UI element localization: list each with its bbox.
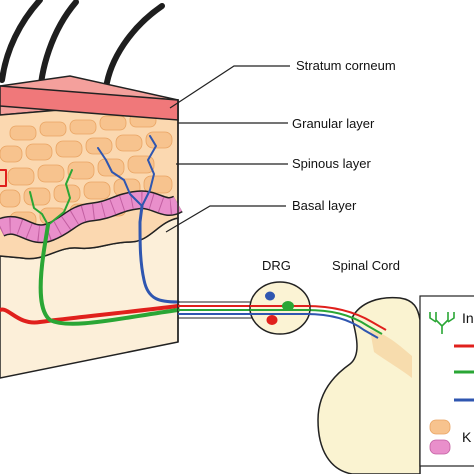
basal-layer-cells — [0, 191, 182, 242]
cord-red — [305, 305, 387, 331]
fiber-bundle-to-cord — [305, 305, 387, 339]
hair-strand — [103, 3, 165, 91]
spinal-cord-dorsal-horn — [370, 330, 412, 378]
label-spinal-cord: Spinal Cord — [332, 258, 400, 273]
green-fiber-skin — [38, 223, 180, 326]
innervation-icon — [429, 312, 455, 334]
hair-strand — [0, 0, 43, 83]
green-fiber-ending — [29, 169, 73, 226]
blue-fiber-skin — [138, 204, 180, 304]
leader-stratum-corneum — [169, 65, 290, 109]
drg-ganglion — [249, 281, 311, 335]
cord-green — [305, 309, 383, 335]
bundle-outline — [178, 301, 254, 319]
fiber-bundle-to-drg — [178, 301, 254, 319]
legend-keratinocyte-swatch — [429, 419, 451, 435]
epidermis-outline — [0, 99, 179, 260]
nerve-fibers-skin — [0, 135, 180, 326]
leader-basal — [165, 205, 286, 233]
legend-box — [419, 295, 474, 467]
cord-blue — [305, 313, 379, 339]
drg-neuron-green — [282, 301, 294, 311]
blue-fiber-ending — [97, 135, 157, 207]
legend: In K — [419, 295, 474, 467]
legend-innervation-label: In — [462, 310, 474, 326]
label-spinous-layer: Spinous layer — [292, 156, 371, 171]
drg-fibers-through — [250, 305, 310, 315]
label-stratum-corneum: Stratum corneum — [296, 58, 396, 73]
drg-neuron-red — [266, 315, 278, 325]
label-granular-layer: Granular layer — [292, 116, 375, 131]
spinal-cord — [317, 296, 421, 474]
label-drg: DRG — [262, 258, 291, 273]
leader-lines — [165, 65, 290, 233]
label-basal-layer: Basal layer — [292, 198, 357, 213]
drg-neuron-blue — [265, 291, 275, 301]
red-fiber-ending — [0, 169, 7, 187]
legend-basal-swatch — [429, 439, 451, 455]
legend-keratinocyte-label: K — [462, 429, 472, 445]
